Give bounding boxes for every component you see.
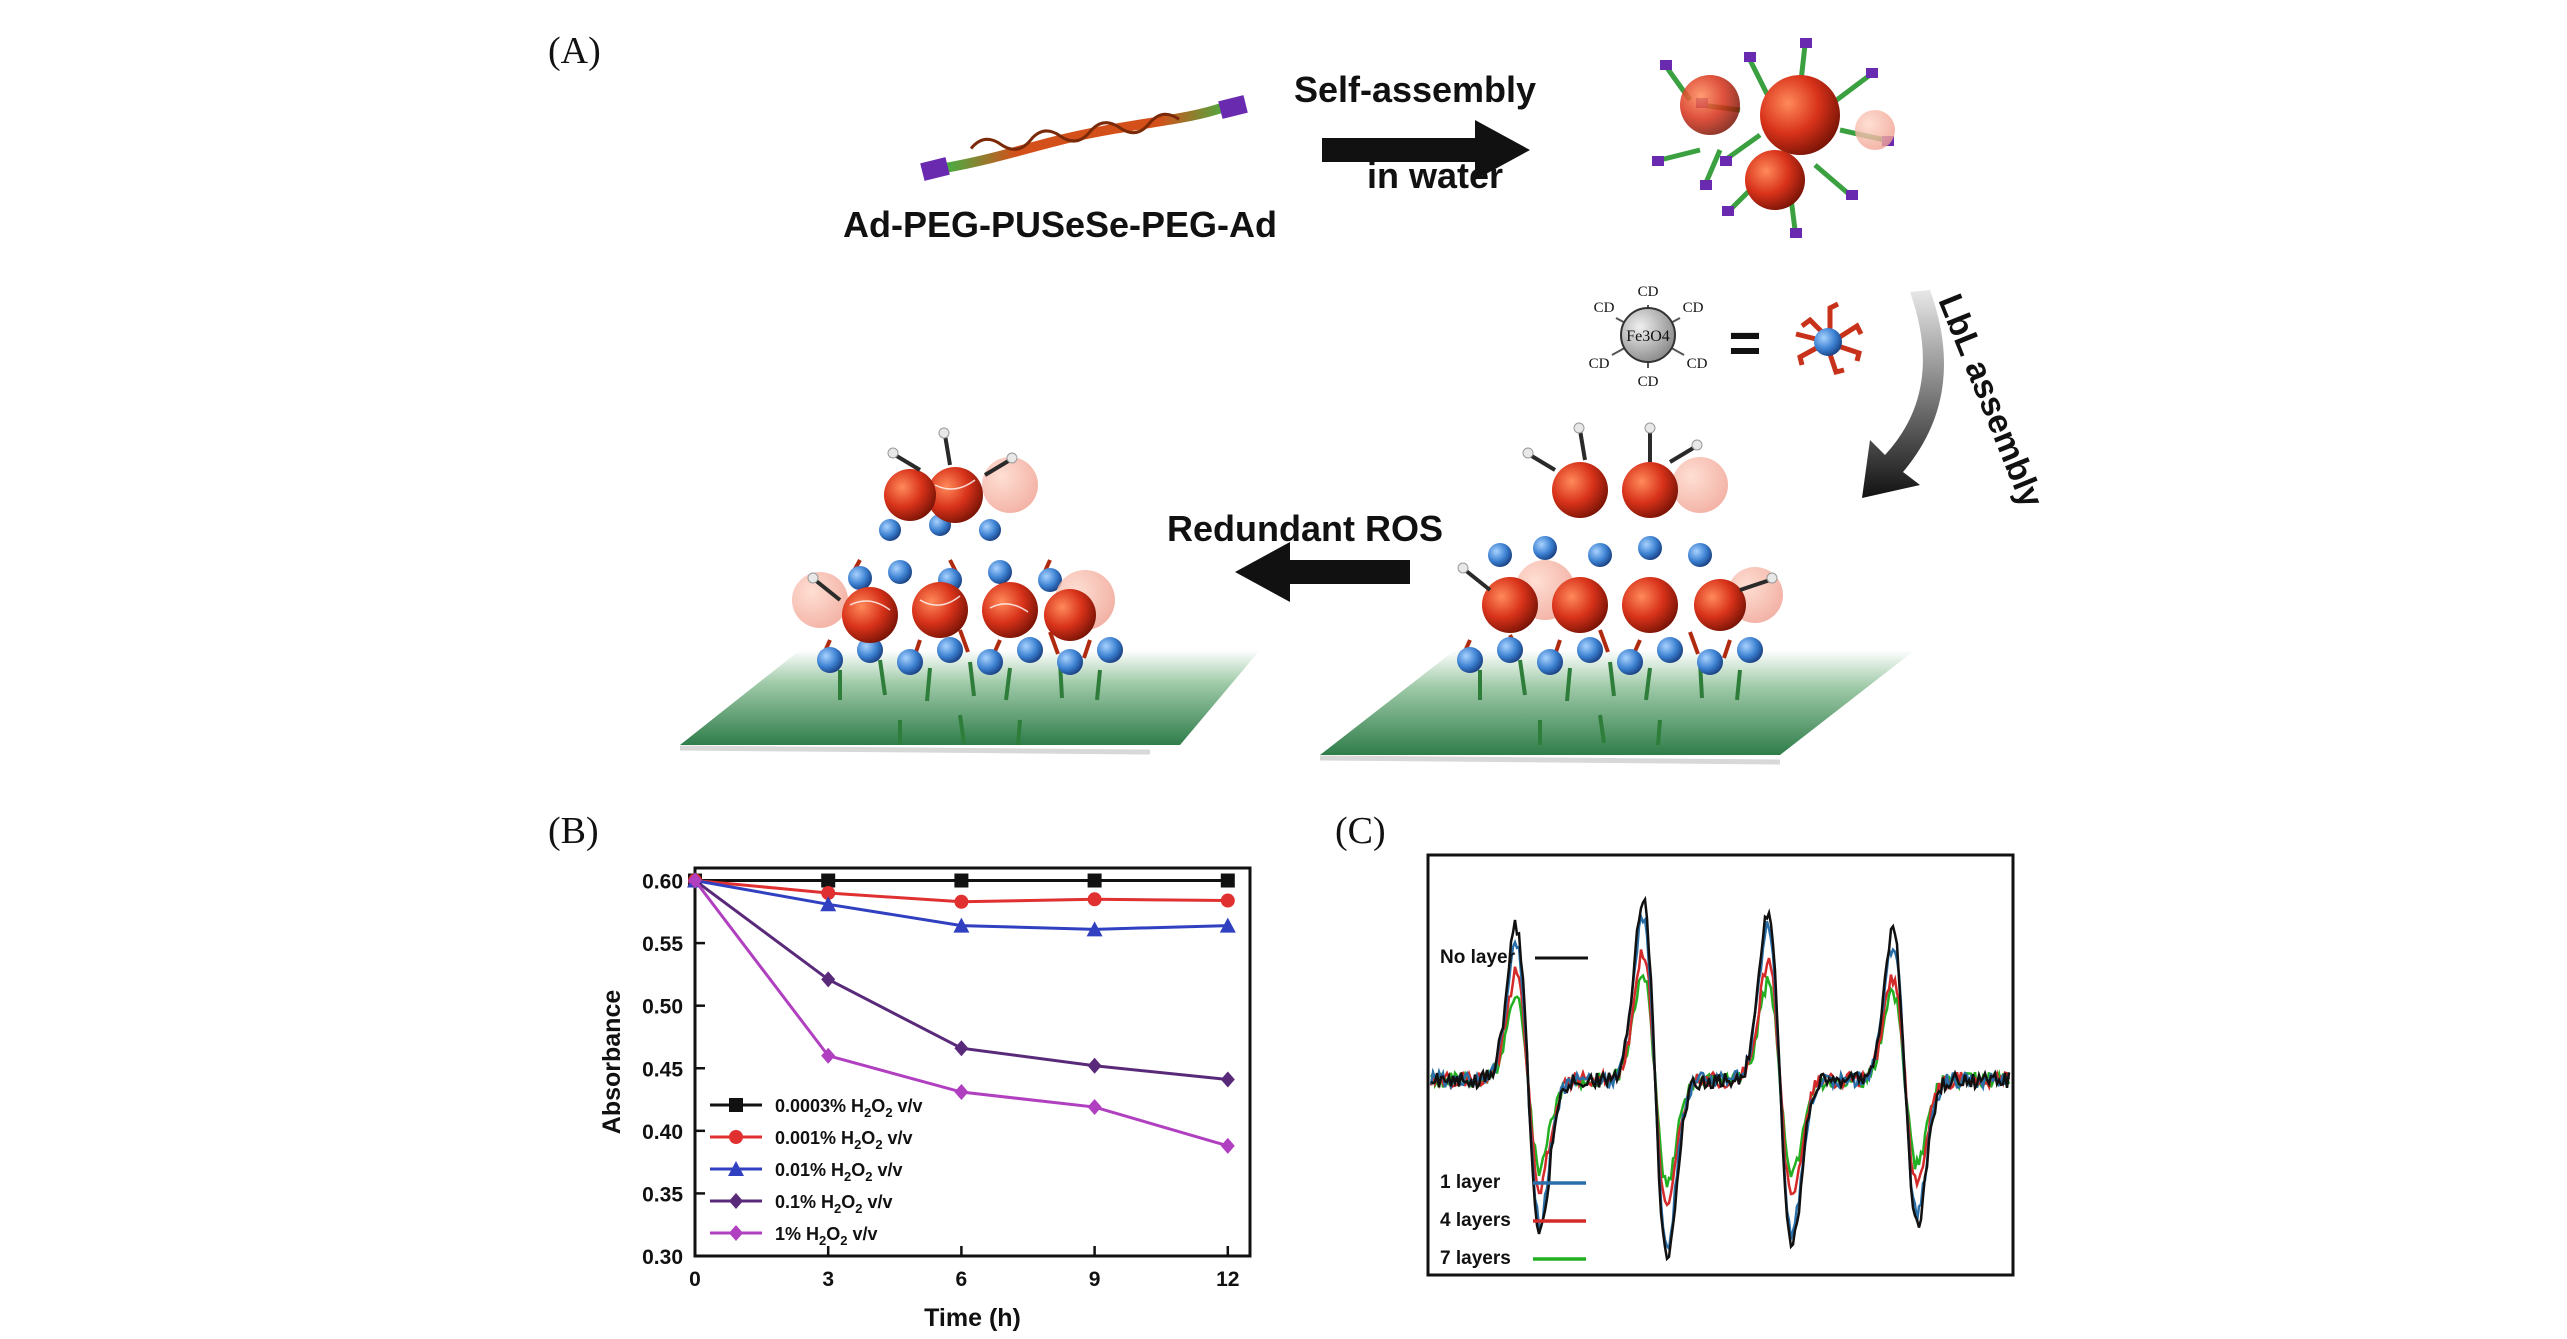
- data-point: [1220, 1071, 1235, 1088]
- data-point: [954, 1084, 969, 1101]
- y-tick-label: 0.60: [642, 871, 683, 894]
- legend-entry: 7 layers: [1440, 1248, 1511, 1269]
- cd-label: CD: [1638, 284, 1659, 300]
- x-axis-label: Time (h): [924, 1304, 1021, 1332]
- legend-entry: 0.0003% H2O2 v/v: [775, 1096, 923, 1120]
- spectrum-trace: [1430, 895, 2011, 1262]
- data-point: [1087, 1099, 1102, 1116]
- spectrum-chart: No layer 1 layer 4 layers 7 layers: [1426, 853, 2015, 1277]
- lbl-assembly-arrow: [1862, 290, 1945, 498]
- data-point: [954, 894, 969, 909]
- data-point: [1087, 873, 1102, 888]
- data-point: [1219, 917, 1236, 933]
- legend-entry: 0.01% H2O2 v/v: [775, 1160, 903, 1184]
- legend-entry: 4 layers: [1440, 1210, 1511, 1231]
- data-point: [821, 886, 836, 901]
- panel-label-c: (C): [1335, 810, 1386, 852]
- data-point: [1086, 921, 1103, 937]
- panel-label-b: (B): [548, 810, 599, 852]
- legend-entry: 0.001% H2O2 v/v: [775, 1128, 913, 1152]
- data-point: [953, 917, 970, 933]
- data-point: [1087, 1057, 1102, 1074]
- polymer-chain-illustration: [920, 95, 1248, 181]
- legend-entry: No layer: [1440, 947, 1516, 968]
- micelle-cluster: [1652, 38, 1895, 238]
- y-tick-label: 0.50: [642, 996, 683, 1019]
- x-tick-label: 0: [689, 1268, 701, 1291]
- data-point: [954, 873, 969, 888]
- in-water-label: in water: [1367, 155, 1503, 196]
- data-point: [729, 1130, 743, 1144]
- plot-frame: [1426, 853, 2015, 1277]
- cd-label: CD: [1683, 300, 1704, 316]
- data-point: [729, 1193, 743, 1209]
- cd-fe3o4-nanoparticle-diagram: Fe3O4 CD CD CD CD CD CD: [1589, 284, 1708, 390]
- x-tick-label: 6: [956, 1268, 968, 1291]
- cd-label: CD: [1687, 356, 1708, 372]
- data-point: [1087, 892, 1102, 907]
- equals-sign: =: [1729, 311, 1762, 374]
- cd-nanoparticle-icon: [1795, 301, 1864, 375]
- data-point: [821, 1047, 836, 1064]
- data-point: [729, 1225, 743, 1241]
- x-tick-label: 3: [822, 1268, 834, 1291]
- data-point: [1220, 893, 1235, 908]
- data-point: [728, 1161, 744, 1176]
- legend-entry: 1 layer: [1440, 1172, 1501, 1193]
- y-axis-label: Absorbance: [598, 990, 626, 1135]
- lbl-assembly-label: LbL assembly: [1931, 289, 2051, 513]
- cd-label: CD: [1638, 374, 1659, 390]
- data-point: [954, 1040, 969, 1057]
- polymer-label: Ad-PEG-PUSeSe-PEG-Ad: [843, 204, 1277, 245]
- x-tick-label: 9: [1089, 1268, 1101, 1291]
- fe3o4-core-label: Fe3O4: [1626, 328, 1670, 345]
- cd-label: CD: [1594, 300, 1615, 316]
- legend-entry: 0.1% H2O2 v/v: [775, 1192, 893, 1216]
- y-tick-label: 0.30: [642, 1246, 683, 1269]
- data-point: [1220, 873, 1235, 888]
- redundant-ros-label: Redundant ROS: [1167, 508, 1443, 549]
- x-tick-label: 12: [1216, 1268, 1239, 1291]
- y-tick-label: 0.45: [642, 1058, 683, 1081]
- y-tick-label: 0.35: [642, 1183, 683, 1206]
- plot-frame: [693, 866, 1252, 1258]
- data-point: [729, 1098, 743, 1112]
- y-tick-label: 0.55: [642, 933, 683, 956]
- data-point: [820, 896, 837, 912]
- lbl-film-initial: [1319, 422, 1915, 765]
- data-point: [688, 872, 702, 889]
- legend-entry: 1% H2O2 v/v: [775, 1224, 878, 1248]
- lbl-film-after-ros: [679, 427, 1260, 755]
- y-tick-label: 0.40: [642, 1121, 683, 1144]
- data-point: [821, 971, 836, 988]
- self-assembly-arrow: [1322, 120, 1530, 180]
- self-assembly-label: Self-assembly: [1294, 69, 1536, 110]
- cd-label: CD: [1589, 356, 1610, 372]
- panel-label-a: (A): [548, 30, 601, 72]
- data-point: [1220, 1137, 1235, 1154]
- data-point: [821, 873, 836, 888]
- redundant-ros-arrow: [1235, 542, 1410, 602]
